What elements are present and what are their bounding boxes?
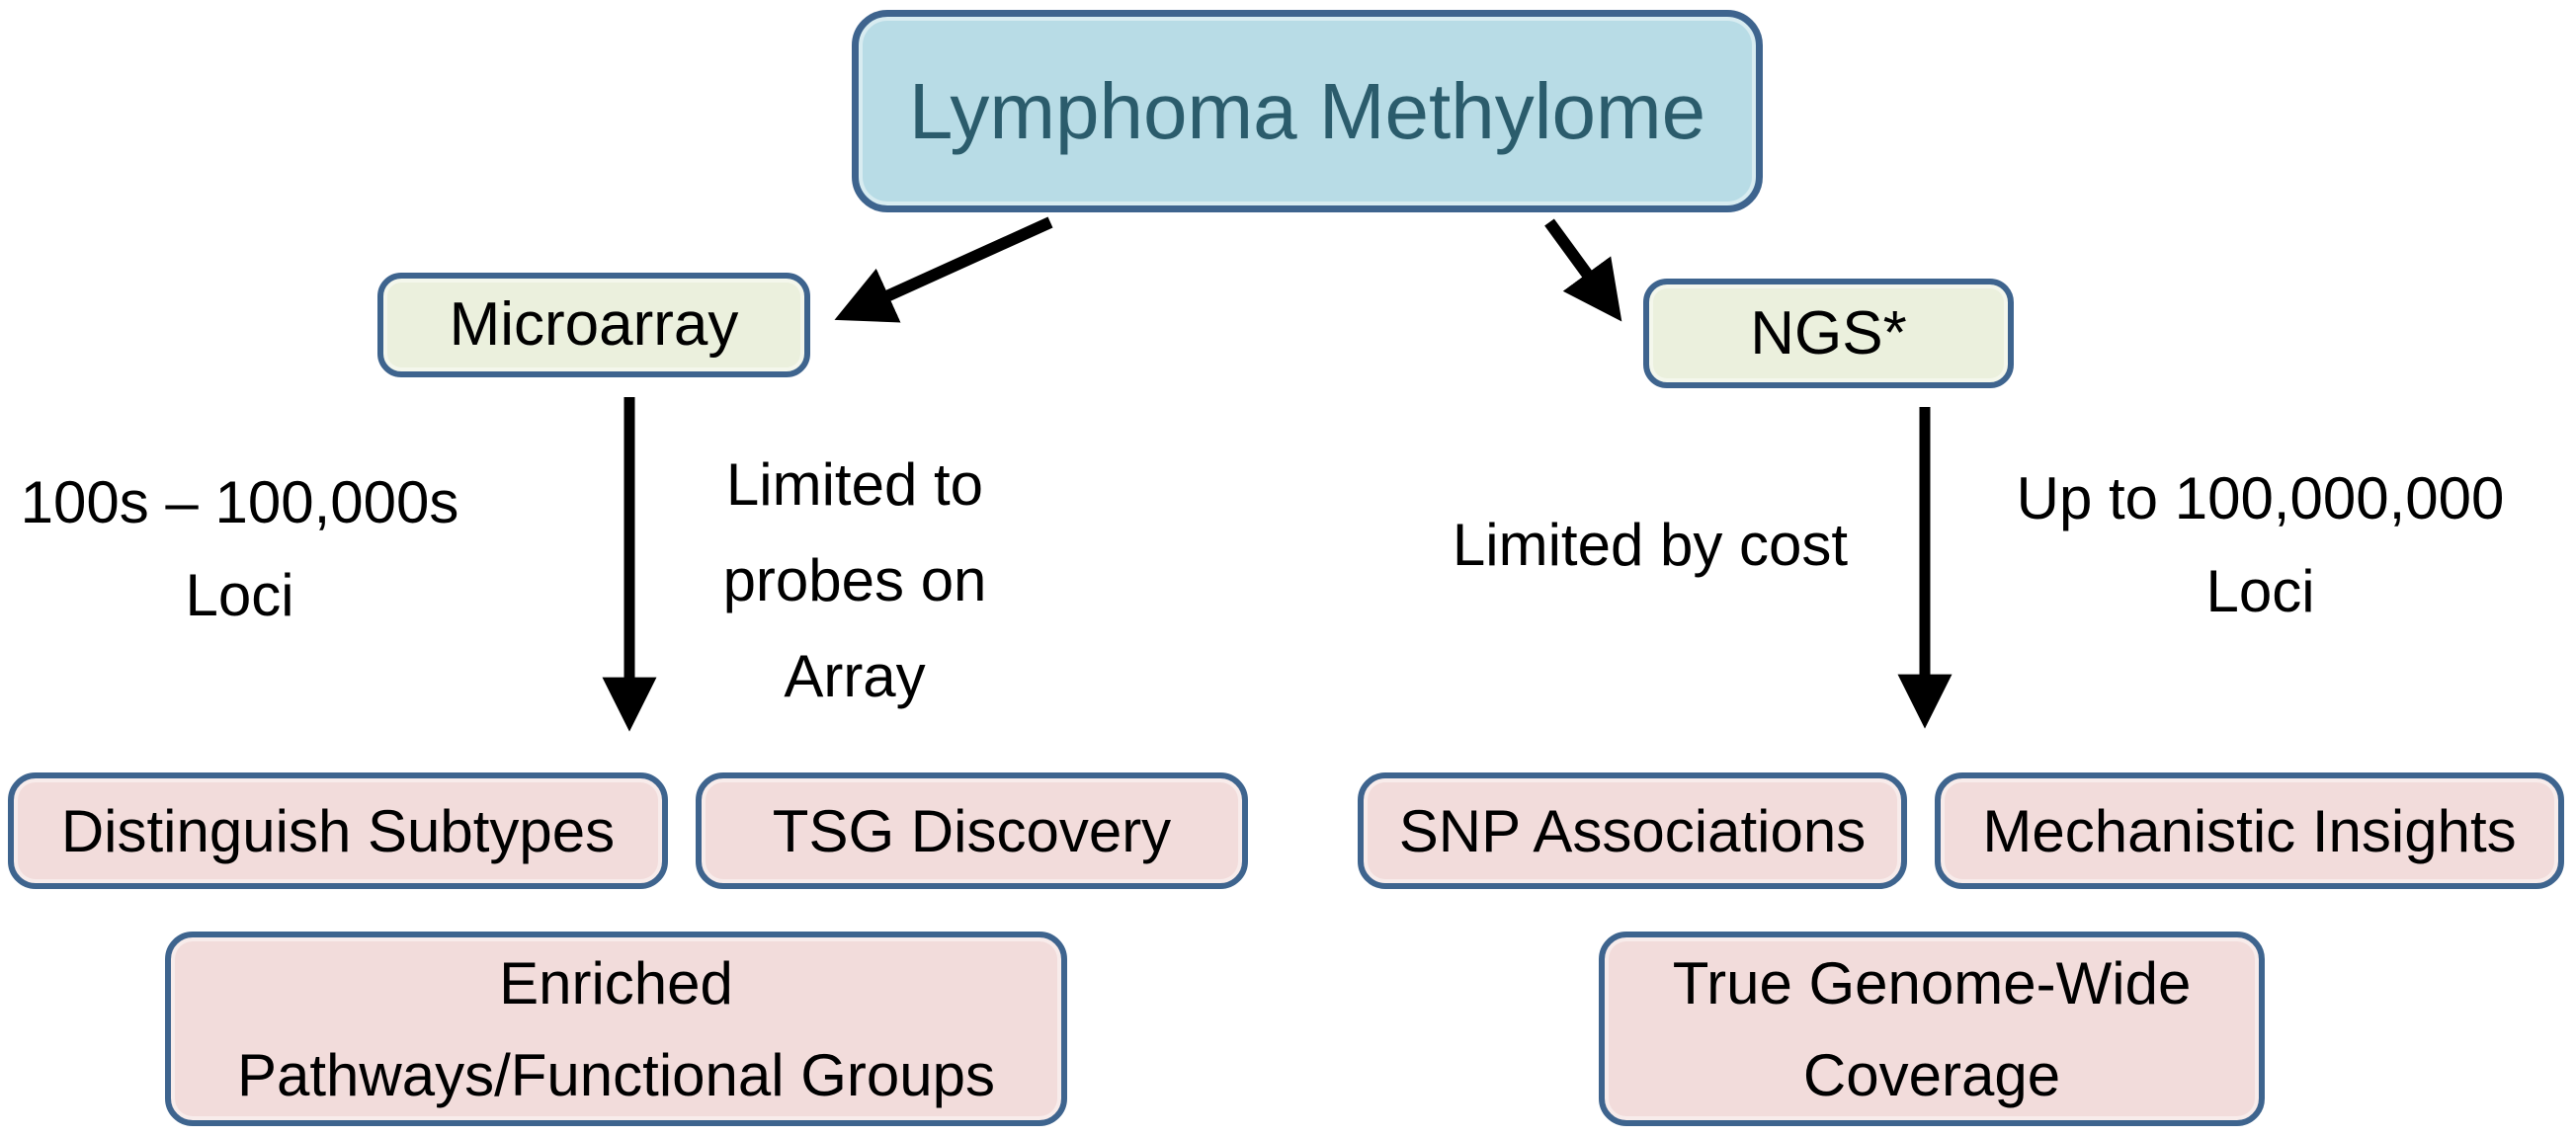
outcome-label: Enriched — [499, 949, 733, 1016]
outcome-label: True Genome-Wide — [1672, 949, 2192, 1016]
outcome-node-distinguish-subtypes: Distinguish Subtypes — [8, 772, 668, 889]
ngs-label: NGS* — [1750, 298, 1907, 367]
outcome-node-genome-wide-coverage: True Genome-Wide Coverage — [1599, 932, 2265, 1126]
note-line: Up to 100,000,000 — [2016, 465, 2505, 531]
outcome-node-tsg-discovery: TSG Discovery — [696, 772, 1248, 889]
arrow-root-to-ngs — [1544, 218, 1622, 322]
outcome-label: Distinguish Subtypes — [60, 797, 616, 864]
outcome-label: Coverage — [1802, 1041, 2061, 1108]
outcome-node-snp-associations: SNP Associations — [1358, 772, 1907, 889]
outcome-label: Mechanistic Insights — [1982, 797, 2517, 864]
outcome-label: TSG Discovery — [772, 797, 1172, 864]
microarray-label: Microarray — [449, 290, 739, 360]
method-node-ngs: NGS* — [1643, 279, 2014, 388]
outcome-label: Pathways/Functional Groups — [236, 1041, 996, 1108]
note-microarray-limitation: Limited to probes on Array — [682, 437, 1028, 724]
note-microarray-loci-range: 100s – 100,000s Loci — [15, 456, 464, 642]
note-line: Limited by cost — [1452, 512, 1849, 578]
root-node-lymphoma-methylome: Lymphoma Methylome — [852, 10, 1763, 212]
outcome-label: SNP Associations — [1398, 797, 1867, 864]
note-line: Loci — [2205, 558, 2315, 624]
arrow-root-to-microarray — [834, 216, 1053, 323]
note-line: probes on — [722, 547, 987, 613]
note-ngs-loci-range: Up to 100,000,000 Loci — [1952, 452, 2569, 638]
outcome-node-mechanistic-insights: Mechanistic Insights — [1935, 772, 2564, 889]
root-label: Lymphoma Methylome — [908, 66, 1706, 155]
note-line: 100s – 100,000s — [20, 469, 459, 535]
note-line: Limited to — [725, 451, 984, 518]
method-node-microarray: Microarray — [377, 273, 810, 377]
note-ngs-limitation: Limited by cost — [1413, 499, 1887, 592]
outcome-node-enriched-pathways: Enriched Pathways/Functional Groups — [165, 932, 1067, 1126]
note-line: Array — [784, 643, 926, 709]
note-line: Loci — [185, 562, 294, 628]
